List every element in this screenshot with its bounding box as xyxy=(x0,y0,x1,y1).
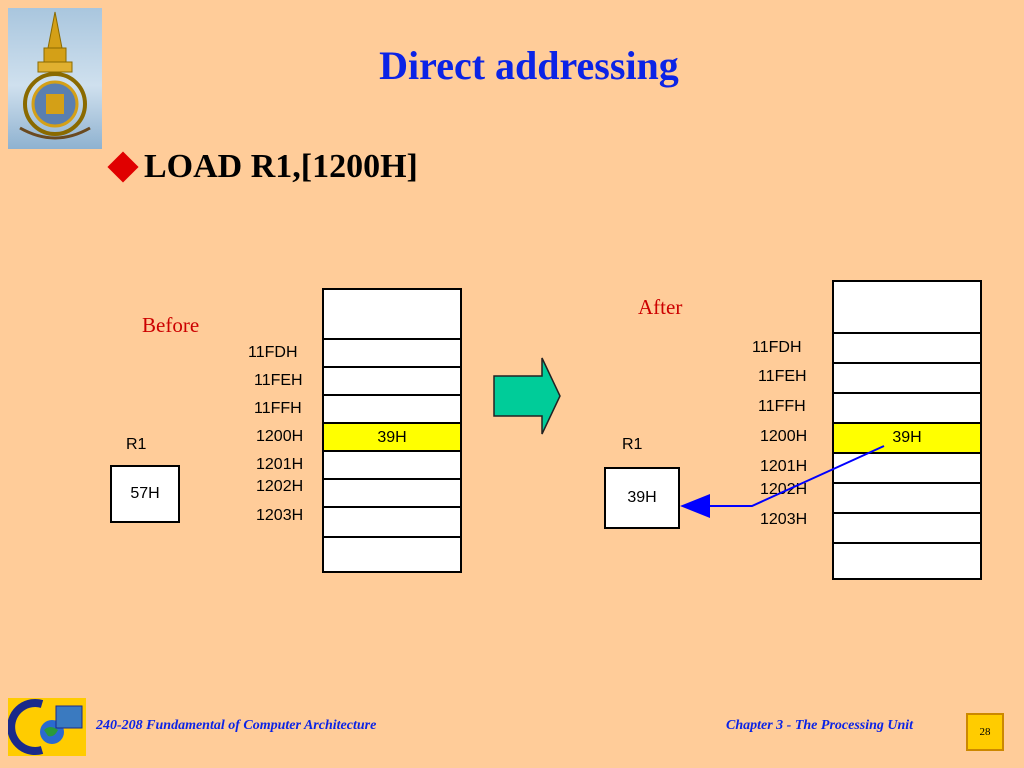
memory-cell xyxy=(832,392,982,424)
memory-cell xyxy=(832,512,982,544)
memory-cell xyxy=(322,536,462,573)
before-register-label: R1 xyxy=(126,436,147,453)
memory-cell xyxy=(832,452,982,484)
before-register-box: 57H xyxy=(110,465,180,523)
memory-cell xyxy=(322,506,462,538)
memory-cell xyxy=(322,366,462,396)
transition-arrow-icon xyxy=(493,357,561,435)
before-address: 11FEH xyxy=(254,372,303,389)
footer-logo xyxy=(7,698,86,756)
memory-cell xyxy=(832,542,982,580)
after-register-label: R1 xyxy=(622,436,643,453)
after-register-value: 39H xyxy=(627,489,657,506)
memory-cell xyxy=(322,394,462,424)
before-address: 1200H xyxy=(256,428,304,445)
after-register-box: 39H xyxy=(604,467,680,529)
before-address: 1201H xyxy=(256,456,304,473)
after-cell-value: 39H xyxy=(892,429,922,446)
after-address: 11FFH xyxy=(758,398,806,415)
after-address: 1200H xyxy=(760,428,808,445)
slide-title: Direct addressing xyxy=(379,43,679,88)
instruction-bullet: LOAD R1,[1200H] xyxy=(100,148,418,186)
before-address: 1203H xyxy=(256,507,304,524)
after-address: 1203H xyxy=(760,511,808,528)
memory-cell xyxy=(322,288,462,340)
data-transfer-arrow-icon xyxy=(680,445,885,518)
before-address: 1202H xyxy=(256,478,304,495)
after-address: 11FEH xyxy=(758,368,807,385)
memory-cell xyxy=(322,338,462,368)
before-cell-value: 39H xyxy=(377,429,407,446)
before-register-value: 57H xyxy=(130,485,160,502)
before-address: 11FFH xyxy=(254,400,302,417)
diamond-bullet-icon xyxy=(107,151,139,183)
after-caption: After xyxy=(638,295,683,319)
memory-cell xyxy=(832,332,982,364)
page-number: 28 xyxy=(979,726,991,738)
university-emblem xyxy=(8,8,102,149)
memory-cell-highlighted: 39H xyxy=(322,422,462,452)
footer-course: 240-208 Fundamental of Computer Architec… xyxy=(96,718,377,733)
footer-chapter: Chapter 3 - The Processing Unit xyxy=(726,718,914,733)
memory-cell xyxy=(322,478,462,508)
memory-cell xyxy=(322,450,462,480)
memory-cell xyxy=(832,280,982,334)
after-address: 11FDH xyxy=(752,339,802,356)
memory-cell xyxy=(832,362,982,394)
before-address: 11FDH xyxy=(248,344,298,361)
after-address: 1201H xyxy=(760,458,808,475)
before-caption: Before xyxy=(142,313,200,337)
instruction-text: LOAD R1,[1200H] xyxy=(144,148,418,185)
page-number-badge: 28 xyxy=(966,713,1004,751)
